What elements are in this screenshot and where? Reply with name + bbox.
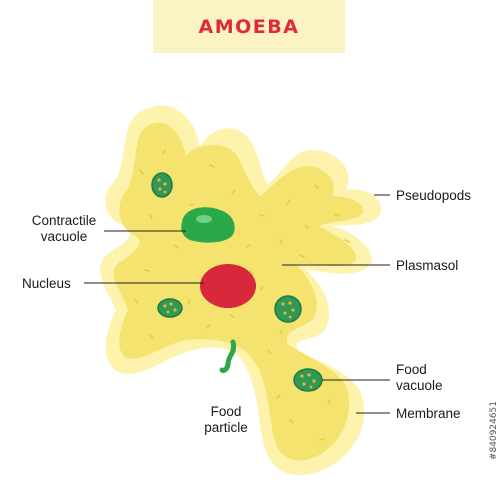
label-plasmasol: Plasmasol: [396, 258, 459, 273]
label-contractile-vacuole: Contractile vacuole: [24, 213, 104, 245]
cytoplasm-granules: [134, 149, 350, 441]
watermark-id: #840924651: [489, 400, 499, 460]
label-food-vacuole: Food vacuole: [396, 362, 443, 394]
nucleus-shape: [200, 264, 256, 308]
label-nucleus: Nucleus: [22, 276, 71, 291]
food-particle-shape: [219, 339, 237, 373]
food-vacuole-1: [151, 172, 173, 198]
label-membrane: Membrane: [396, 406, 461, 421]
label-food-particle-line2: particle: [204, 420, 248, 435]
label-pseudopods: Pseudopods: [396, 188, 472, 203]
label-food-particle: Food particle: [190, 404, 262, 436]
title-banner: AMOEBA: [153, 0, 345, 53]
food-vacuole-3: [274, 295, 302, 323]
label-food-vacuole-line2: vacuole: [396, 378, 443, 393]
label-food-vacuole-line1: Food: [396, 362, 427, 377]
diagram-title: AMOEBA: [198, 15, 300, 38]
leader-lines: [84, 194, 390, 414]
label-contractile-vacuole-line1: Contractile: [31, 213, 97, 228]
label-contractile-vacuole-line2: vacuole: [40, 229, 88, 244]
food-vacuole-4: [293, 368, 323, 392]
food-vacuole-2: [157, 298, 183, 318]
contractile-vacuole-highlight: [196, 215, 212, 223]
label-food-particle-line1: Food: [210, 404, 242, 419]
contractile-vacuole-shape: [181, 207, 235, 243]
